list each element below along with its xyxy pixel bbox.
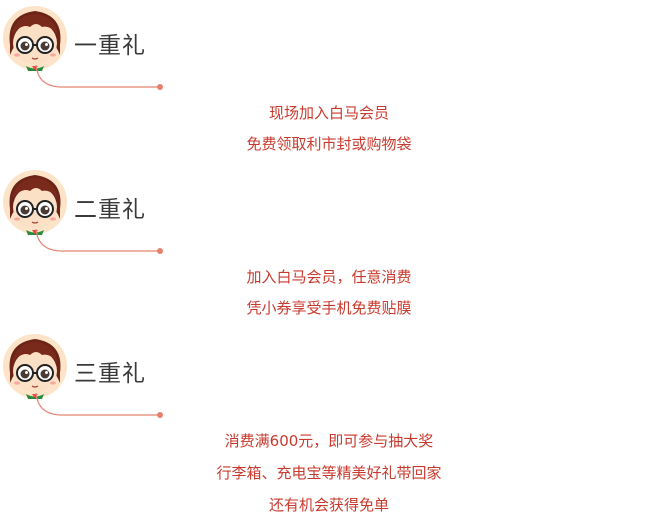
gift-description-line: 行李箱、充电宝等精美好礼带回家	[216, 464, 442, 482]
girl-with-glasses-icon	[2, 5, 68, 71]
gift-title: 一重礼	[74, 33, 146, 59]
gift-description-line: 消费满600元，即可参与抽大奖	[224, 432, 434, 450]
gift-description-line: 免费领取利市封或购物袋	[246, 135, 412, 153]
girl-with-glasses-icon	[2, 333, 68, 399]
gift-title: 三重礼	[74, 361, 146, 387]
gift-description-line: 还有机会获得免单	[268, 496, 389, 514]
underline-decoration-icon	[35, 229, 164, 255]
underline-decoration-icon	[35, 393, 164, 419]
gift-description-line: 加入白马会员，任意消费	[246, 268, 412, 286]
girl-with-glasses-icon	[2, 169, 68, 235]
gift-title: 二重礼	[74, 197, 146, 223]
gift-description-line: 凭小券享受手机免费贴膜	[246, 299, 412, 317]
gift-description-line: 现场加入白马会员	[268, 104, 389, 122]
underline-decoration-icon	[35, 65, 164, 91]
